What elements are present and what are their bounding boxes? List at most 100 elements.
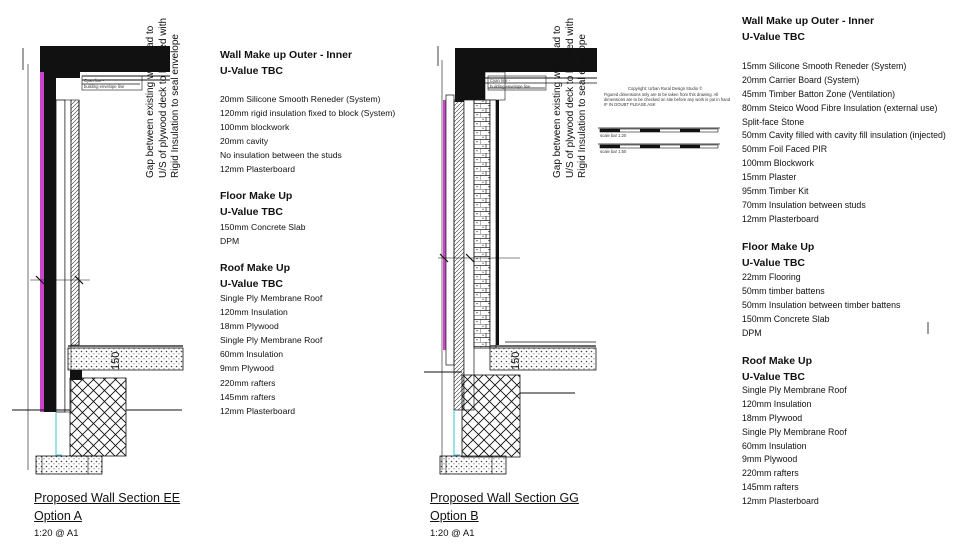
spec-item: 50mm Foil Faced PIR bbox=[742, 144, 828, 155]
spec-item: 12mm Plasterboard bbox=[220, 405, 295, 416]
caption-title-ee: Proposed Wall Section EE bbox=[34, 491, 181, 505]
scale-bar-2: scale bar 1:50 bbox=[600, 149, 627, 154]
floor-slab-gg bbox=[489, 347, 597, 371]
caption-option-gg: Option B bbox=[430, 509, 479, 523]
gap-note-line: U/S of plywood deck to be filled with bbox=[157, 17, 169, 178]
wall-list-gg: 15mm Silicone Smooth Reneder (System) 20… bbox=[742, 60, 946, 227]
roof-slab-ee bbox=[40, 46, 170, 72]
gap-note-line: Gap between existing wall head to bbox=[145, 25, 156, 178]
gap-note-gg: Gap between existing wall head to U/S of… bbox=[552, 18, 590, 178]
wall-list-ee: 20mm Silicone Smooth Reneder (System) 12… bbox=[220, 92, 395, 177]
spec-item: 9mm Plywood bbox=[220, 363, 274, 374]
spec-item: 12mm Plasterboard bbox=[742, 213, 819, 224]
caption-scale-ee: 1:20 @ A1 bbox=[34, 528, 79, 539]
dimension-label-gg: 150 bbox=[510, 351, 522, 370]
spec-item: 120mm rigid insulation fixed to block (S… bbox=[220, 108, 396, 119]
base-slab-ee bbox=[35, 455, 103, 475]
roof-heading-gg: Roof Make Up bbox=[742, 355, 813, 367]
spec-item: 15mm Silicone Smooth Reneder (System) bbox=[742, 61, 907, 71]
render-layer-gg bbox=[443, 100, 446, 350]
foundation-gg bbox=[461, 374, 521, 458]
insulation-layer-ee bbox=[44, 72, 56, 412]
floor-list-gg: 22mm Flooring 50mm timber battens 50mm I… bbox=[742, 271, 900, 340]
wall-heading-gg: Wall Make up Outer - Inner bbox=[742, 15, 875, 27]
spec-item: 18mm Plywood bbox=[742, 412, 803, 423]
spec-item: 50mm timber battens bbox=[742, 285, 825, 296]
section-ee-drawing bbox=[12, 46, 184, 475]
spec-item: Single Ply Membrane Roof bbox=[220, 293, 323, 303]
dimension-label-ee: 150 bbox=[110, 351, 122, 370]
spec-item: 18mm Plywood bbox=[220, 321, 279, 332]
gap-note-line: U/S of plywood deck to be filled with bbox=[564, 17, 576, 178]
floor-heading-ee: Floor Make Up bbox=[220, 190, 293, 202]
spec-item: No insulation between the studs bbox=[220, 150, 342, 161]
floor-slab-ee bbox=[67, 347, 184, 371]
gap-note-line: Rigid Insulation to seal envelope bbox=[170, 34, 181, 178]
floor-list-ee: 150mm Concrete Slab DPM bbox=[220, 220, 306, 248]
roof-list-ee: Single Ply Membrane Roof 120mm Insulatio… bbox=[220, 291, 322, 418]
spec-item: Single Ply Membrane Roof bbox=[742, 426, 847, 437]
spec-item: 150mm Concrete Slab bbox=[742, 313, 830, 324]
envelope-label-gg: building envelope line bbox=[490, 84, 531, 89]
envelope-label-ee: building envelope line bbox=[84, 84, 125, 89]
spec-item: 145mm rafters bbox=[742, 482, 799, 493]
spec-item: 150mm Concrete Slab bbox=[220, 222, 306, 232]
spec-item: 120mm Insulation bbox=[220, 307, 288, 318]
blockwork-gg bbox=[473, 99, 491, 349]
spec-item: 20mm Carrier Board (System) bbox=[742, 74, 860, 85]
floor-uvalue-gg: U-Value TBC bbox=[742, 257, 806, 269]
cyan-line-label-ee: Cyan line - bbox=[84, 78, 105, 83]
wall-uvalue-ee: U-Value TBC bbox=[220, 65, 284, 77]
spec-item: 60mm Insulation bbox=[742, 440, 807, 451]
spec-item: 12mm Plasterboard bbox=[742, 496, 819, 507]
copyright-line1: Copyright: Urban Rural Design Studio © bbox=[628, 86, 703, 91]
spec-item: 95mm Timber Kit bbox=[742, 186, 809, 197]
roof-uvalue-ee: U-Value TBC bbox=[220, 278, 284, 290]
roof-list-gg: Single Ply Membrane Roof 120mm Insulatio… bbox=[742, 384, 847, 509]
spec-item: 100mm Blockwork bbox=[742, 158, 814, 169]
spec-item: 145mm rafters bbox=[220, 391, 276, 402]
spec-item: 220mm rafters bbox=[742, 468, 799, 479]
spec-item: Single Ply Membrane Roof bbox=[220, 335, 323, 346]
spec-item: 12mm Plasterboard bbox=[220, 164, 295, 175]
spec-item: 70mm Insulation between studs bbox=[742, 199, 866, 210]
roof-heading-ee: Roof Make Up bbox=[220, 262, 291, 274]
caption-option-ee: Option A bbox=[34, 509, 82, 523]
spec-item: 9mm Plywood bbox=[742, 454, 798, 465]
spec-item: Single Ply Membrane Roof bbox=[742, 385, 847, 395]
render-layer-ee bbox=[40, 72, 44, 412]
floor-heading-gg: Floor Make Up bbox=[742, 241, 815, 253]
spec-item: 45mm Timber Batton Zone (Ventilation) bbox=[742, 88, 896, 99]
roof-uvalue-gg: U-Value TBC bbox=[742, 371, 806, 383]
spec-item: 50mm Insulation between timber battens bbox=[742, 299, 901, 310]
spec-item: DPM bbox=[742, 327, 762, 338]
copyright-line4: IF IN DOUBT PLEASE ASK bbox=[604, 102, 656, 107]
gap-note-line: Gap between existing wall head to bbox=[552, 25, 563, 178]
foundation-ee bbox=[69, 377, 127, 457]
base-slab-gg bbox=[439, 455, 507, 475]
spec-item: 15mm Plaster bbox=[742, 172, 797, 183]
spec-item: 22mm Flooring bbox=[742, 272, 801, 282]
spec-item: DPM bbox=[220, 236, 240, 247]
spec-item: 80mm Steico Wood Fibre Insulation (exter… bbox=[742, 102, 938, 113]
floor-uvalue-ee: U-Value TBC bbox=[220, 206, 284, 218]
spec-item: 100mm blockwork bbox=[220, 122, 290, 133]
roof-slab-gg bbox=[455, 48, 597, 72]
wall-heading-ee: Wall Make up Outer - Inner bbox=[220, 49, 353, 61]
spec-item: 220mm rafters bbox=[220, 377, 276, 388]
copyright-line3: dimensions are to be checked on site bef… bbox=[604, 97, 731, 102]
spec-item: 20mm Silicone Smooth Reneder (System) bbox=[220, 94, 381, 104]
spec-item: 120mm Insulation bbox=[742, 398, 812, 409]
section-gg-drawing bbox=[424, 46, 720, 475]
wall-uvalue-gg: U-Value TBC bbox=[742, 31, 806, 43]
spec-item: 60mm Insulation bbox=[220, 349, 284, 360]
gap-note-ee: Gap between existing wall head to U/S of… bbox=[145, 18, 183, 178]
scale-bar-1: scale bar 1:20 bbox=[600, 133, 627, 138]
spec-item: 20mm cavity bbox=[220, 136, 269, 147]
copyright-line2: Figured dimensions only are to be taken … bbox=[604, 92, 719, 97]
spec-item: 50mm Cavity filled with cavity fill insu… bbox=[742, 130, 946, 141]
caption-scale-gg: 1:20 @ A1 bbox=[430, 528, 475, 539]
cyan-line-label-gg: Cyan line - bbox=[490, 78, 511, 83]
gap-note-line: Rigid Insulation to seal envelope bbox=[577, 34, 588, 178]
